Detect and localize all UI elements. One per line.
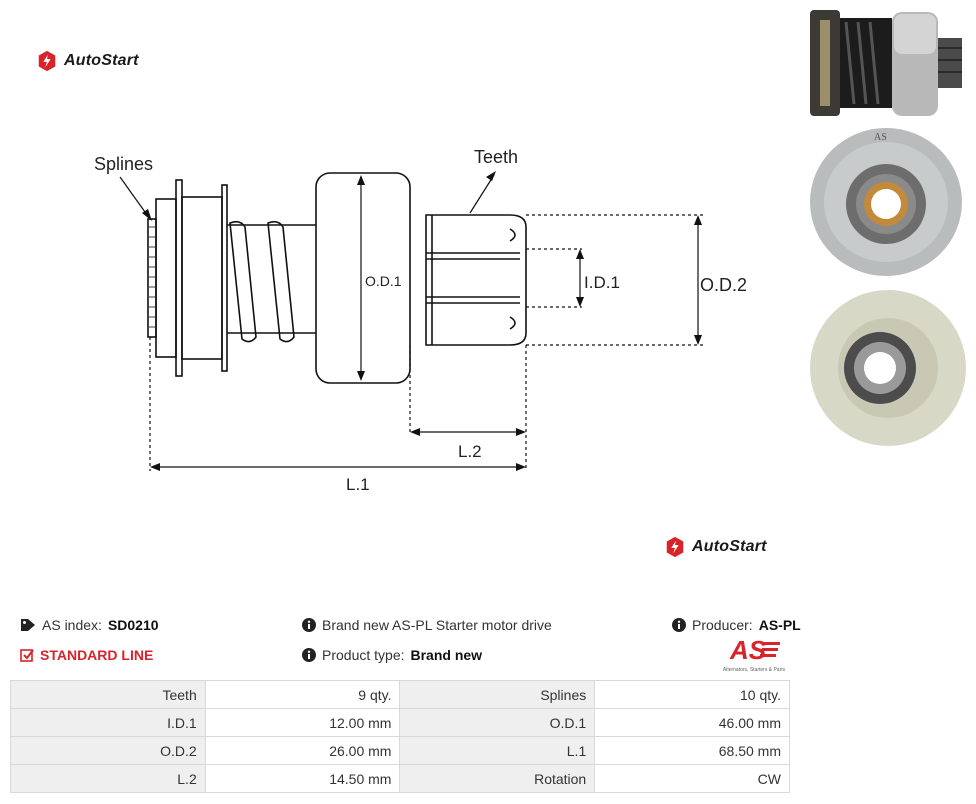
table-row: I.D.1 12.00 mm O.D.1 46.00 mm <box>10 708 790 737</box>
table-row: Teeth 9 qty. Splines 10 qty. <box>10 680 790 709</box>
label-l1: L.1 <box>346 475 370 494</box>
label-teeth: Teeth <box>474 147 518 167</box>
spec-key: O.D.1 <box>399 708 596 737</box>
spec-key: I.D.1 <box>10 708 206 737</box>
spec-key: Teeth <box>10 680 206 709</box>
hub <box>181 196 223 360</box>
spec-key: L.2 <box>10 764 206 793</box>
product-type: Product type: Brand new <box>302 647 482 663</box>
spec-value: 9 qty. <box>204 680 401 709</box>
spec-key: O.D.2 <box>10 736 206 765</box>
spec-value: CW <box>594 764 790 793</box>
brand-logo-bottom: AutoStart <box>664 536 767 558</box>
photo-front-view: AS <box>810 128 962 276</box>
product-type-label: Product type: <box>322 647 405 663</box>
as-index-label: AS index: <box>42 617 102 633</box>
collar <box>155 198 177 358</box>
teeth-leader <box>469 174 495 214</box>
label-od2: O.D.2 <box>700 275 747 295</box>
spec-value: 46.00 mm <box>594 708 790 737</box>
product-type-value: Brand new <box>410 647 483 663</box>
photo-side-view <box>810 10 962 116</box>
standard-line: STANDARD LINE <box>20 647 153 663</box>
as-index-value: SD0210 <box>107 617 159 633</box>
producer: Producer: AS-PL <box>672 617 801 633</box>
producer-label: Producer: <box>692 617 753 633</box>
photo-rear-view <box>810 290 966 446</box>
clutch-body <box>315 172 411 384</box>
label-od1: O.D.1 <box>365 273 402 289</box>
as-logo-text: AS <box>729 636 767 662</box>
spec-value: 12.00 mm <box>204 708 401 737</box>
spec-key: L.1 <box>399 736 596 765</box>
line-label: STANDARD LINE <box>40 647 154 663</box>
spline-hatching <box>149 226 155 328</box>
label-id1: I.D.1 <box>584 273 620 292</box>
producer-value: AS-PL <box>758 617 801 633</box>
autostart-logo-icon <box>38 50 56 72</box>
specs-table: Teeth 9 qty. Splines 10 qty. I.D.1 12.00… <box>10 680 790 793</box>
photo-stamp: AS <box>874 132 887 143</box>
flange-right <box>221 184 228 372</box>
technical-drawing: Splines Teeth O.D.1 I.D.1 O.D.2 L.2 L.1 <box>94 147 747 494</box>
label-l2: L.2 <box>458 442 482 461</box>
checkbox-icon <box>20 649 34 662</box>
info-icon <box>672 618 686 632</box>
description-text: Brand new AS-PL Starter motor drive <box>322 617 552 633</box>
info-icon <box>302 618 316 632</box>
spec-value: 14.50 mm <box>204 764 401 793</box>
brand-name: AutoStart <box>64 52 139 69</box>
pinion <box>425 214 527 346</box>
brand-name: AutoStart <box>692 538 767 555</box>
spec-key: Splines <box>399 680 596 709</box>
flange-left <box>175 179 183 377</box>
info-icon <box>302 648 316 662</box>
spec-key: Rotation <box>399 764 596 793</box>
description: Brand new AS-PL Starter motor drive <box>302 617 552 633</box>
label-splines: Splines <box>94 154 153 174</box>
spring-coil-1 <box>229 220 257 343</box>
spec-value: 10 qty. <box>594 680 790 709</box>
brand-logo-top: AutoStart <box>36 50 139 72</box>
spec-value: 26.00 mm <box>204 736 401 765</box>
table-row: L.2 14.50 mm Rotation CW <box>10 764 790 793</box>
as-logo-tagline: Alternators, Starters & Parts <box>722 667 786 673</box>
spring-coil-2 <box>267 220 295 343</box>
as-index: AS index: SD0210 <box>20 617 159 633</box>
table-row: O.D.2 26.00 mm L.1 68.50 mm <box>10 736 790 765</box>
tag-icon <box>21 619 35 631</box>
spec-value: 68.50 mm <box>594 736 790 765</box>
as-logo-mark: AS <box>729 635 780 665</box>
as-logo: AS Alternators, Starters & Parts <box>716 635 792 673</box>
autostart-logo-icon <box>666 536 684 558</box>
